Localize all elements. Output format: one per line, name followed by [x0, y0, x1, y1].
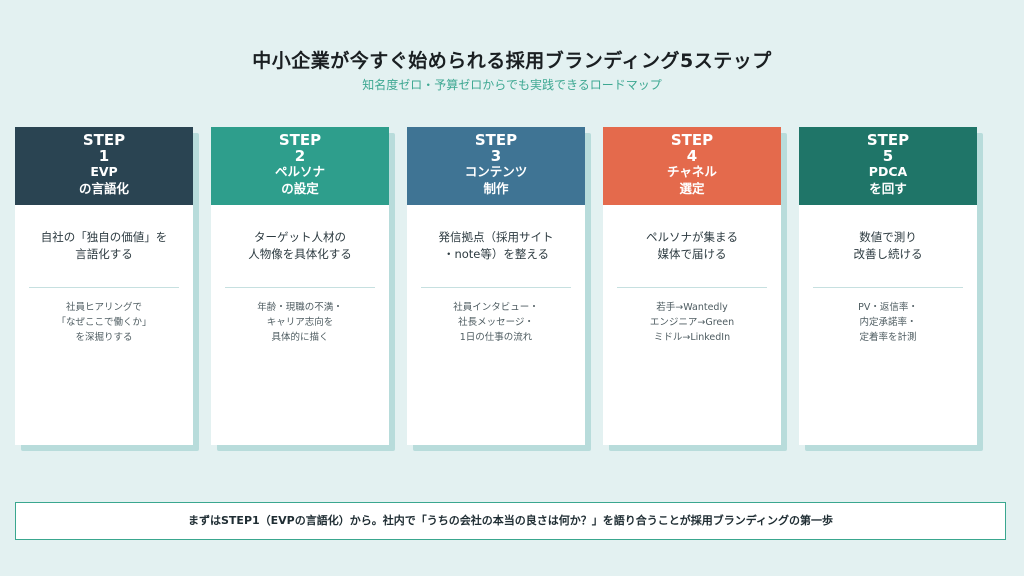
step-number: 3 — [490, 147, 502, 165]
step-name: EVP の言語化 — [78, 164, 129, 196]
step-header: STEP 5 PDCA を回す — [799, 127, 977, 205]
step-card-3: STEP 3 コンテンツ 制作 発信拠点（採用サイト ・note等）を整える 社… — [407, 127, 591, 451]
step-name: ペルソナ の設定 — [274, 164, 325, 196]
step-detail: 社員ヒアリングで 「なぜここで働くか」 を深掘りする — [56, 302, 152, 343]
step-header: STEP 4 チャネル 選定 — [603, 127, 781, 205]
step-number: 2 — [294, 147, 306, 165]
page-subtitle: 知名度ゼロ・予算ゼロからでも実践できるロードマップ — [362, 78, 662, 92]
step-label: STEP — [82, 131, 126, 149]
step-detail: PV・返信率・ 内定承諾率・ 定着率を計測 — [858, 302, 918, 343]
step-name: コンテンツ 制作 — [464, 164, 528, 196]
step-card-4: STEP 4 チャネル 選定 ペルソナが集まる 媒体で届ける 若手→Wanted… — [603, 127, 787, 451]
step-description: ターゲット人材の 人物像を具体化する — [225, 229, 375, 288]
step-number: 4 — [686, 147, 698, 165]
step-label: STEP — [670, 131, 714, 149]
step-description: 自社の「独自の価値」を 言語化する — [29, 229, 179, 288]
step-card-1: STEP 1 EVP の言語化 自社の「独自の価値」を 言語化する 社員ヒアリン… — [15, 127, 199, 451]
step-detail: 社員インタビュー・ 社長メッセージ・ 1日の仕事の流れ — [453, 302, 539, 343]
step-cards: STEP 1 EVP の言語化 自社の「独自の価値」を 言語化する 社員ヒアリン… — [15, 127, 1009, 451]
step-description: 数値で測り 改善し続ける — [813, 229, 963, 288]
step-header: STEP 3 コンテンツ 制作 — [407, 127, 585, 205]
step-detail: 若手→Wantedly エンジニア→Green ミドル→LinkedIn — [649, 302, 735, 343]
step-description: 発信拠点（採用サイト ・note等）を整える — [421, 229, 571, 288]
step-detail: 年齢・現職の不満・ キャリア志向を 具体的に描く — [257, 302, 343, 343]
step-card-5: STEP 5 PDCA を回す 数値で測り 改善し続ける PV・返信率・ 内定承… — [799, 127, 983, 451]
step-label: STEP — [278, 131, 322, 149]
step-label: STEP — [474, 131, 518, 149]
step-label: STEP — [866, 131, 910, 149]
step-header: STEP 2 ペルソナ の設定 — [211, 127, 389, 205]
step-header: STEP 1 EVP の言語化 — [15, 127, 193, 205]
step-number: 5 — [882, 147, 894, 165]
step-card-2: STEP 2 ペルソナ の設定 ターゲット人材の 人物像を具体化する 年齢・現職… — [211, 127, 395, 451]
step-name: PDCA を回す — [868, 164, 908, 196]
footer-callout: まずはSTEP1（EVPの言語化）から。社内で「うちの会社の本当の良さは何か？」… — [15, 502, 1006, 540]
step-name: チャネル 選定 — [667, 164, 717, 196]
step-number: 1 — [98, 147, 110, 165]
page-title: 中小企業が今すぐ始められる採用ブランディング5ステップ — [252, 50, 772, 72]
step-description: ペルソナが集まる 媒体で届ける — [617, 229, 767, 288]
